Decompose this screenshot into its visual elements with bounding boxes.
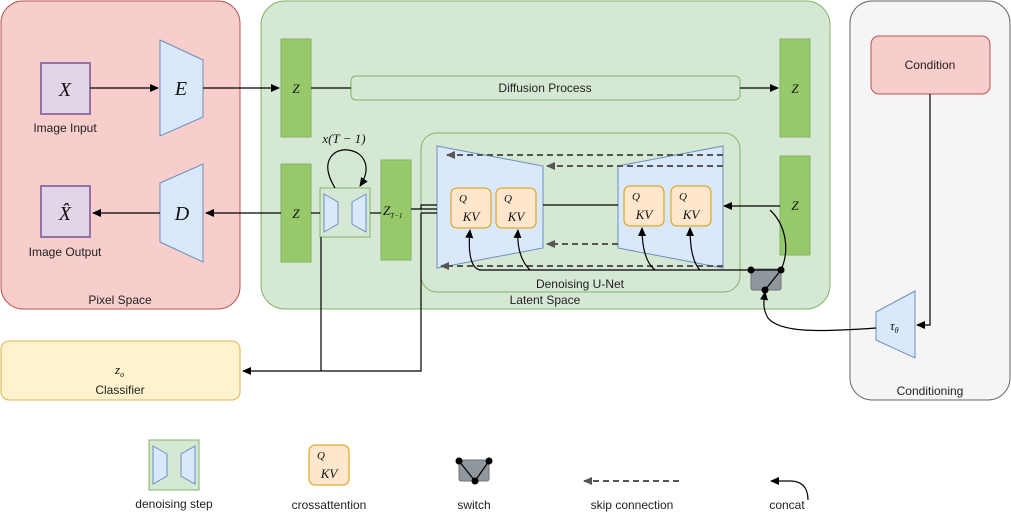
kv-label: KV bbox=[682, 207, 702, 222]
crossattention-block-3: Q KV bbox=[623, 185, 665, 227]
pixel-space-panel: Pixel Space bbox=[0, 0, 241, 310]
q-label: Q bbox=[317, 450, 325, 462]
legend-skip-connection: skip connection bbox=[583, 477, 679, 512]
kv-label: KV bbox=[462, 209, 482, 224]
denoising-unet-label: Denoising U-Net bbox=[536, 277, 625, 291]
z-t-minus-1-block: ZT−1 bbox=[380, 159, 412, 261]
crossattention-block-1: Q KV bbox=[450, 187, 492, 229]
classifier-node: zo Classifier bbox=[0, 340, 241, 401]
tau-subscript: θ bbox=[895, 326, 899, 335]
z-symbol: Z bbox=[292, 81, 300, 96]
tau-encoder: τθ bbox=[875, 290, 916, 359]
edge-tau-to-switch bbox=[760, 291, 877, 332]
kv-label: KV bbox=[507, 209, 527, 224]
z-block-right: Z bbox=[779, 155, 811, 256]
crossattention-block-4: Q KV bbox=[670, 185, 712, 227]
legend-denoising-step: denoising step bbox=[135, 439, 213, 511]
legend-denoising-step-label: denoising step bbox=[135, 497, 213, 511]
z-symbol: Z bbox=[292, 206, 300, 221]
crossattention-block-2: Q KV bbox=[495, 187, 537, 229]
kv-label: KV bbox=[320, 466, 340, 481]
classifier-symbol-base: z bbox=[114, 362, 120, 377]
decoder-symbol: D bbox=[174, 203, 190, 225]
edge-condition-to-tau bbox=[916, 94, 931, 329]
z-t-minus-1-symbol: ZT−1 bbox=[383, 203, 402, 220]
image-output: X̂ Image Output bbox=[29, 185, 102, 259]
edge-classifier-b bbox=[242, 213, 422, 375]
legend: denoising step Q KV crossattention switc… bbox=[135, 439, 809, 512]
classifier-label: Classifier bbox=[95, 383, 144, 397]
image-output-symbol: X̂ bbox=[58, 202, 72, 225]
decoder: D bbox=[159, 163, 204, 263]
image-output-label: Image Output bbox=[29, 245, 102, 259]
edge-switch-kv-4 bbox=[686, 227, 701, 271]
denoising-step-node bbox=[319, 187, 371, 238]
encoder-symbol: E bbox=[174, 78, 187, 100]
z-symbol: Z bbox=[791, 81, 799, 96]
condition-node: Condition bbox=[870, 35, 991, 95]
q-label: Q bbox=[632, 191, 640, 203]
z-block-top-right: Z bbox=[779, 38, 811, 138]
edge-loop bbox=[327, 149, 368, 189]
legend-crossattention: Q KV crossattention bbox=[292, 444, 367, 512]
legend-concat-label: concat bbox=[769, 498, 805, 512]
diffusion-process: Diffusion Process bbox=[350, 75, 741, 101]
edge-switch-to-z bbox=[769, 209, 787, 271]
q-label: Q bbox=[504, 193, 512, 205]
q-label: Q bbox=[679, 191, 687, 203]
edge-switch-kv-1 bbox=[465, 229, 751, 271]
image-input-symbol: X bbox=[58, 79, 72, 101]
z-block-top-left: Z bbox=[280, 38, 312, 138]
z-t-minus-1-subscript: T−1 bbox=[390, 212, 402, 220]
kv-label: KV bbox=[635, 207, 655, 222]
q-label: Q bbox=[459, 193, 467, 205]
conditioning-label: Conditioning bbox=[897, 384, 964, 398]
image-input: X Image Input bbox=[33, 62, 97, 135]
encoder: E bbox=[159, 39, 204, 137]
edges bbox=[90, 84, 931, 375]
tau-symbol: τθ bbox=[890, 318, 899, 335]
loop-label: x(T − 1) bbox=[321, 131, 365, 146]
legend-switch: switch bbox=[455, 457, 493, 512]
switch-node bbox=[747, 266, 785, 294]
edge-switch-kv-2 bbox=[513, 229, 531, 271]
legend-switch-label: switch bbox=[457, 498, 490, 512]
edge-switch-kv-3 bbox=[638, 227, 656, 271]
tau-base: τ bbox=[890, 318, 896, 333]
image-input-label: Image Input bbox=[33, 121, 97, 135]
diffusion-process-label: Diffusion Process bbox=[498, 81, 591, 95]
legend-skip-connection-label: skip connection bbox=[591, 498, 674, 512]
legend-concat: concat bbox=[769, 477, 809, 512]
latent-space-label: Latent Space bbox=[510, 293, 581, 307]
edge-unet-to-zt bbox=[411, 204, 437, 210]
skip-connections bbox=[440, 151, 723, 270]
z-block-bottom-left: Z bbox=[280, 163, 312, 263]
z-symbol: Z bbox=[791, 198, 799, 213]
classifier-symbol: zo bbox=[114, 362, 124, 379]
legend-crossattention-label: crossattention bbox=[292, 498, 367, 512]
classifier-symbol-subscript: o bbox=[120, 370, 124, 379]
z-t-minus-1-base: Z bbox=[383, 203, 391, 218]
condition-label: Condition bbox=[905, 58, 956, 72]
pixel-space-label: Pixel Space bbox=[88, 293, 152, 307]
